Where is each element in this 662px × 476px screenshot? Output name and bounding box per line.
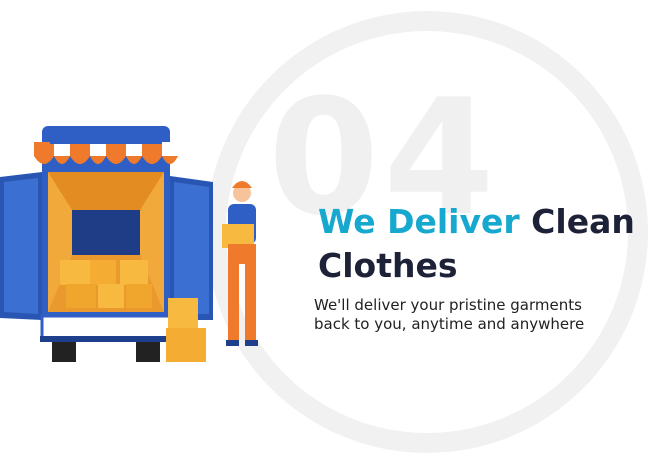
background-circle-inner (226, 31, 628, 433)
section-description: We'll deliver your pristine garments bac… (314, 296, 585, 333)
title-accent: We Deliver (318, 202, 520, 241)
delivery-illustration (0, 126, 258, 362)
step-number: 04 (268, 64, 499, 251)
title-rest: Clean (531, 202, 635, 241)
section-title: We Deliver Clean Clothes (318, 200, 648, 288)
title-line2: Clothes (318, 246, 458, 285)
